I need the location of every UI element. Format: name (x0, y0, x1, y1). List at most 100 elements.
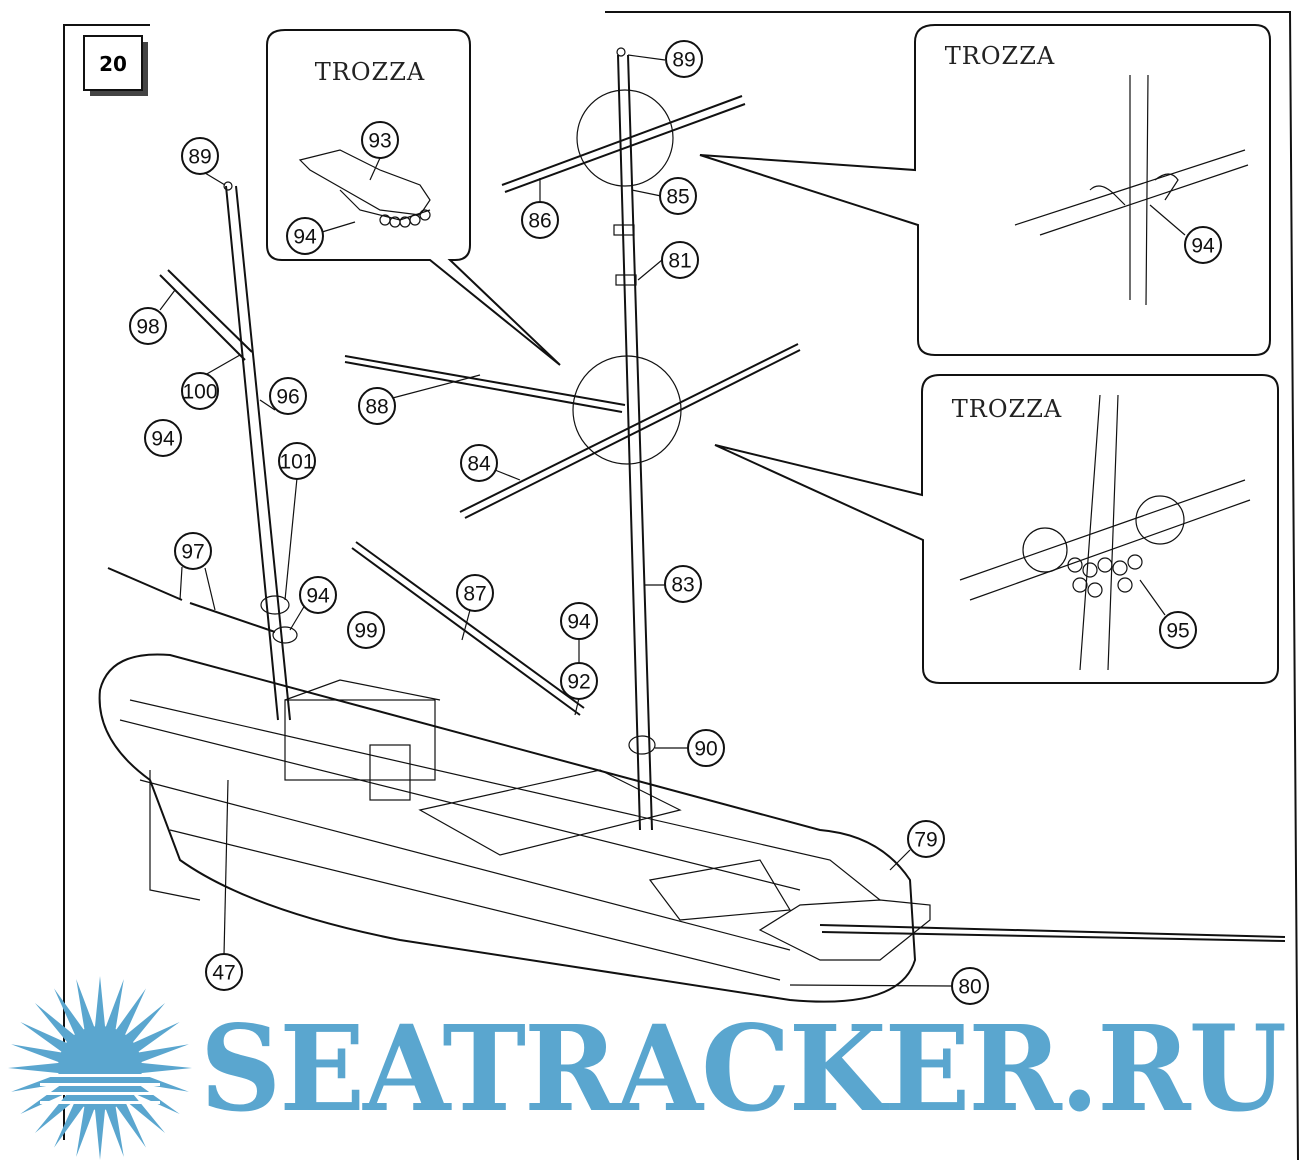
callout-circle (661, 241, 699, 279)
callout-88: 88 (358, 387, 396, 425)
callout-group: 89 98 100 94 96 101 97 94 99 88 84 87 94 92 90 83 89 86 85… (129, 40, 1222, 1005)
callout-circle (358, 387, 396, 425)
callout-circle (286, 217, 324, 255)
callout-84: 84 (460, 444, 498, 482)
trozza-inset-3: TROZZA (714, 374, 1279, 684)
callout-number: 101 (279, 451, 314, 474)
page-frame (63, 24, 150, 1140)
foremast (107, 181, 298, 721)
trozza-inset-1: TROZZA (266, 29, 561, 366)
callout-85: 85 (659, 177, 697, 215)
callout-circle (1184, 226, 1222, 264)
callout-89: 89 (665, 40, 703, 78)
callout-number: 84 (467, 453, 491, 476)
callout-number: 83 (671, 574, 694, 597)
callout-circle (144, 419, 182, 457)
callout-circle (907, 820, 945, 858)
callout-circle (181, 372, 219, 410)
callout-95: 95 (1159, 611, 1197, 649)
callout-79: 79 (907, 820, 945, 858)
callout-101: 101 (278, 442, 316, 480)
callout-circle (687, 729, 725, 767)
callout-circle (299, 576, 337, 614)
trozza-inset-2: TROZZA (699, 24, 1271, 356)
inset-title: TROZZA (945, 42, 1055, 70)
callout-99: 99 (347, 611, 385, 649)
callout-83: 83 (664, 565, 702, 603)
callout-circle (129, 307, 167, 345)
callout-number: 81 (668, 250, 691, 273)
step-number-box: 20 (83, 35, 148, 96)
callout-circle (278, 442, 316, 480)
callout-number: 96 (276, 386, 299, 409)
callout-87: 87 (456, 574, 494, 612)
watermark: SEATRACKER.RU (8, 976, 1287, 1160)
callout-number: 94 (293, 226, 317, 249)
callout-90: 90 (687, 729, 725, 767)
callout-47: 47 (205, 953, 243, 991)
callout-92: 92 (560, 662, 598, 700)
callout-circle (560, 602, 598, 640)
callout-circle (521, 201, 559, 239)
callout-number: 99 (354, 620, 377, 643)
callout-100: 100 (181, 372, 219, 410)
callout-circle (205, 953, 243, 991)
callout-94: 94 (286, 217, 324, 255)
callout-number: 95 (1166, 620, 1189, 643)
callout-80: 80 (951, 967, 989, 1005)
callout-circle (664, 565, 702, 603)
callout-number: 87 (463, 583, 486, 606)
callout-circle (181, 137, 219, 175)
callout-circle (347, 611, 385, 649)
callout-circle (460, 444, 498, 482)
callout-number: 94 (1191, 235, 1215, 258)
sun-logo-icon (8, 976, 192, 1160)
callout-circle (659, 177, 697, 215)
callout-93: 93 (361, 121, 399, 159)
callout-98: 98 (129, 307, 167, 345)
mainmast (344, 47, 801, 831)
callout-number: 97 (181, 541, 204, 564)
callout-number: 94 (567, 611, 591, 634)
callout-number: 94 (151, 428, 175, 451)
callout-number: 89 (672, 49, 695, 72)
callout-number: 85 (666, 186, 689, 209)
callout-number: 98 (136, 316, 159, 339)
callout-96: 96 (269, 377, 307, 415)
inset-title: TROZZA (952, 395, 1062, 423)
callout-94: 94 (1184, 226, 1222, 264)
callout-circle (456, 574, 494, 612)
inset-title: TROZZA (315, 58, 425, 86)
callout-circle (1159, 611, 1197, 649)
hull (98, 653, 1286, 1003)
callout-circle (361, 121, 399, 159)
callout-number: 94 (306, 585, 330, 608)
callout-81: 81 (661, 241, 699, 279)
callout-circle (560, 662, 598, 700)
callout-number: 100 (182, 381, 217, 404)
callout-94: 94 (144, 419, 182, 457)
callout-number: 47 (212, 962, 235, 985)
watermark-text: SEATRACKER.RU (200, 999, 1285, 1138)
callout-circle (174, 532, 212, 570)
callout-circle (269, 377, 307, 415)
callout-circle (665, 40, 703, 78)
callout-86: 86 (521, 201, 559, 239)
callout-number: 80 (958, 976, 981, 999)
callout-number: 88 (365, 396, 388, 419)
callout-94: 94 (560, 602, 598, 640)
page-frame-right (605, 11, 1299, 1161)
callout-number: 79 (914, 829, 937, 852)
callout-number: 93 (368, 130, 391, 153)
callout-number: 90 (694, 738, 717, 761)
leader-lines (159, 54, 1186, 987)
callout-number: 89 (188, 146, 211, 169)
callout-97: 97 (174, 532, 212, 570)
callout-number: 92 (567, 671, 590, 694)
callout-number: 86 (528, 210, 551, 233)
step-number: 20 (99, 52, 127, 76)
callout-94: 94 (299, 576, 337, 614)
callout-89: 89 (181, 137, 219, 175)
